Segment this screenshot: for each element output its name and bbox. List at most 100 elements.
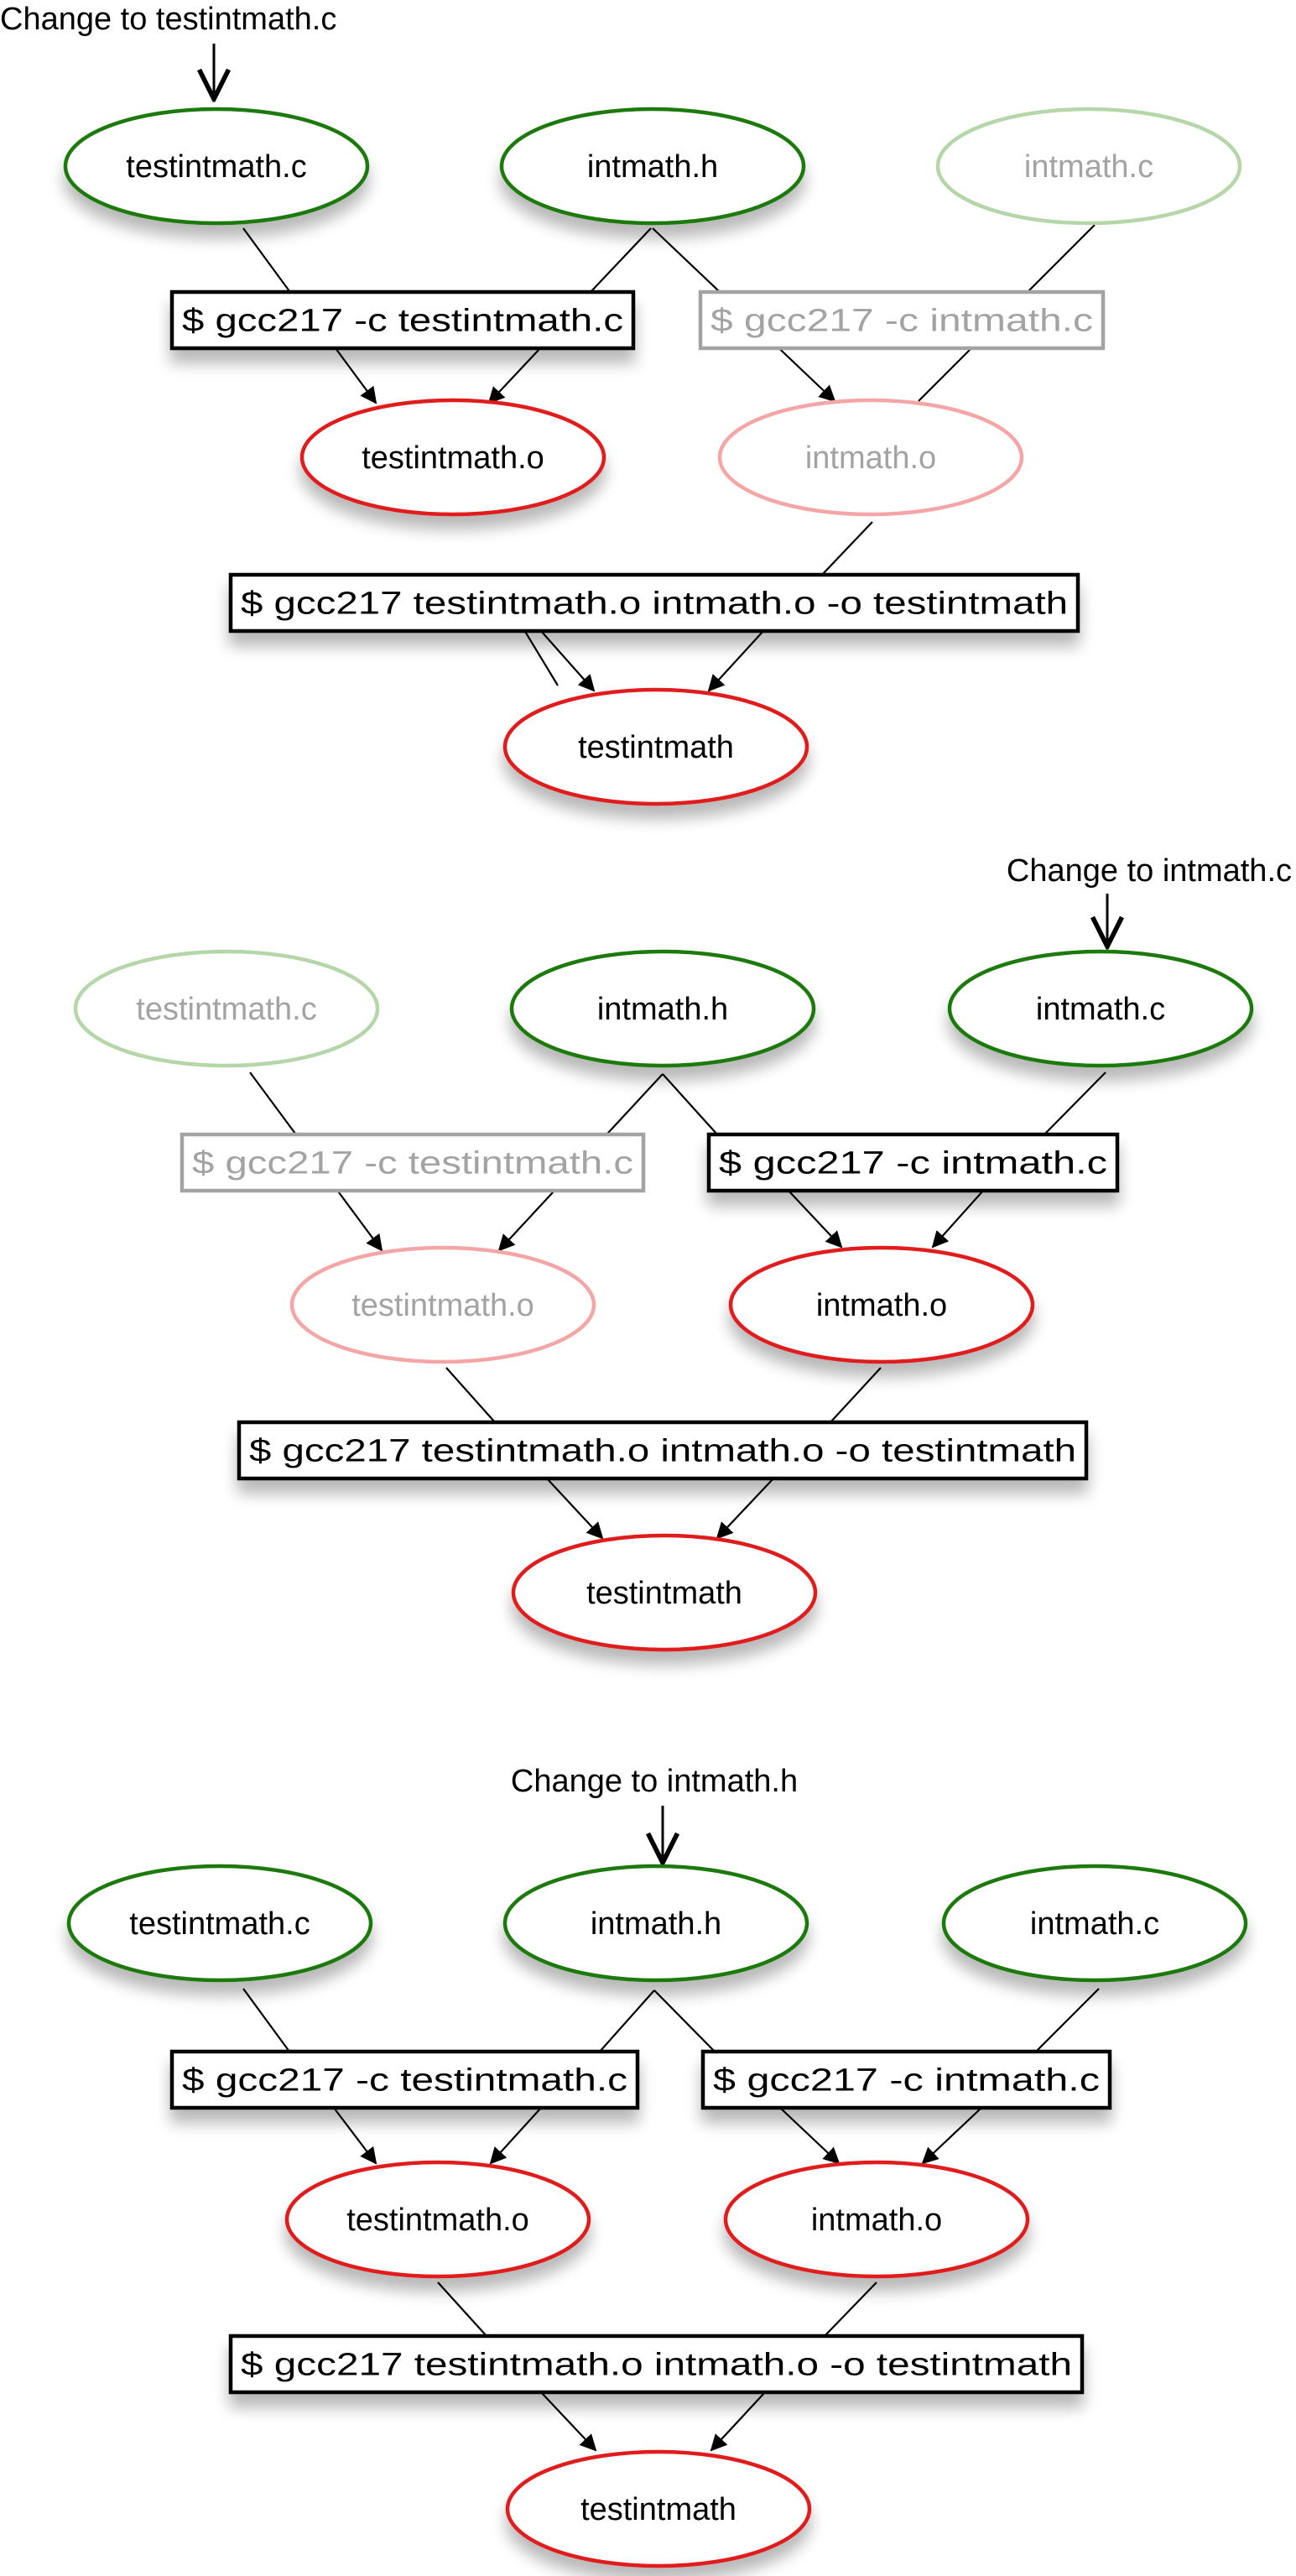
- node-label: intmath.c: [1030, 1906, 1159, 1942]
- node-label: intmath.c: [1024, 149, 1153, 185]
- output-file-ellipse: [511, 1533, 818, 1652]
- node-src-header: intmath.h: [509, 949, 816, 1068]
- node-obj-intmath: intmath.o: [723, 2160, 1030, 2279]
- node-obj-test: testintmath.o: [299, 398, 606, 517]
- node-cmd-intmath: $ gcc217 -c intmath.c: [698, 289, 1106, 351]
- dependency-arrow: [931, 1190, 984, 1249]
- output-file-ellipse: [299, 398, 606, 517]
- node-obj-intmath: intmath.o: [728, 1245, 1035, 1364]
- node-cmd-link: $ gcc217 testintmath.o intmath.o -o test…: [237, 1420, 1089, 1481]
- dependency-arrow: [333, 2107, 377, 2165]
- dependency-edge: [1035, 1988, 1100, 2052]
- node-label: testintmath: [580, 2492, 736, 2527]
- node-src-header: intmath.h: [502, 1864, 809, 1983]
- dependency-edge: [437, 2281, 487, 2337]
- output-file-ellipse: [505, 2449, 812, 2568]
- dependency-arrow: [540, 2391, 597, 2452]
- command-label: $ gcc217 testintmath.o intmath.o -o test…: [241, 587, 1068, 622]
- node-cmd-link: $ gcc217 testintmath.o intmath.o -o test…: [228, 572, 1080, 634]
- dependency-edge: [662, 1073, 718, 1135]
- source-file-ellipse: [73, 949, 380, 1068]
- node-cmd-intmath: $ gcc217 -c intmath.c: [706, 1132, 1120, 1193]
- node-label: testintmath.c: [136, 992, 316, 1027]
- node-obj-test: testintmath.o: [289, 1245, 596, 1364]
- node-label: testintmath.c: [129, 1906, 310, 1942]
- node-label: intmath.o: [805, 441, 936, 476]
- output-file-ellipse: [717, 398, 1024, 517]
- dependency-edge: [824, 2281, 877, 2337]
- command-label: $ gcc217 testintmath.o intmath.o -o test…: [241, 2348, 1072, 2383]
- dependency-arrow: [921, 2107, 982, 2165]
- node-exe: testintmath: [511, 1533, 818, 1652]
- node-src-test: testintmath.c: [73, 949, 380, 1068]
- node-obj-test: testintmath.o: [284, 2160, 591, 2279]
- output-file-ellipse: [723, 2160, 1030, 2279]
- node-label: intmath.o: [811, 2203, 942, 2238]
- dependency-arrow: [788, 1190, 843, 1249]
- dependency-arrow: [546, 1478, 604, 1540]
- dependency-edge: [591, 227, 652, 292]
- dependency-edge: [1044, 1072, 1106, 1135]
- dependency-edge: [242, 1988, 290, 2052]
- node-label: intmath.c: [1036, 992, 1165, 1027]
- node-exe: testintmath: [502, 687, 809, 806]
- source-file-ellipse: [502, 1864, 809, 1983]
- node-src-header: intmath.h: [499, 107, 806, 226]
- node-label: intmath.o: [816, 1288, 947, 1323]
- node-cmd-intmath: $ gcc217 -c intmath.c: [700, 2049, 1112, 2110]
- node-src-intmath: intmath.c: [935, 107, 1242, 226]
- command-label: $ gcc217 -c intmath.c: [719, 1146, 1107, 1181]
- dependency-edge: [242, 227, 290, 292]
- dependency-edge: [821, 521, 873, 576]
- source-file-ellipse: [63, 107, 370, 226]
- dependency-arrow: [710, 2391, 766, 2452]
- command-label: $ gcc217 -c testintmath.c: [192, 1146, 633, 1181]
- node-src-test: testintmath.c: [63, 107, 370, 226]
- node-label: testintmath.c: [126, 149, 306, 185]
- source-file-ellipse: [941, 1864, 1248, 1983]
- panel-change-testintmath-c: Change to testintmath.c testintmath.c intm…: [0, 2, 1242, 806]
- dependency-arrow: [716, 1478, 774, 1540]
- node-label: testintmath.o: [362, 441, 544, 476]
- node-src-test: testintmath.c: [66, 1864, 373, 1983]
- node-cmd-link: $ gcc217 testintmath.o intmath.o -o test…: [228, 2334, 1085, 2395]
- dependency-arrow: [707, 630, 764, 692]
- source-file-ellipse: [66, 1864, 373, 1983]
- node-src-intmath: intmath.c: [947, 949, 1254, 1068]
- command-box: [700, 2049, 1112, 2110]
- source-file-ellipse: [509, 949, 816, 1068]
- node-label: testintmath.o: [346, 2203, 529, 2238]
- node-label: testintmath: [578, 730, 734, 765]
- output-file-ellipse: [284, 2160, 591, 2279]
- node-label: testintmath: [586, 1576, 742, 1611]
- dependency-arrow: [487, 347, 541, 404]
- dependency-edge: [599, 1989, 655, 2052]
- output-file-ellipse: [289, 1245, 596, 1364]
- command-box: [237, 1420, 1089, 1481]
- node-cmd-test: $ gcc217 -c testintmath.c: [169, 2049, 640, 2110]
- node-obj-intmath: intmath.o: [717, 398, 1024, 517]
- command-box: [169, 289, 636, 351]
- output-file-ellipse: [728, 1245, 1035, 1364]
- node-label: testintmath.o: [351, 1288, 534, 1323]
- change-label: Change to intmath.h: [511, 1764, 798, 1799]
- dependency-edge: [830, 1367, 882, 1423]
- source-file-ellipse: [935, 107, 1242, 226]
- dependency-arrow: [489, 2107, 542, 2165]
- command-label: $ gcc217 testintmath.o intmath.o -o test…: [249, 1434, 1076, 1469]
- dependency-edge: [445, 1367, 496, 1423]
- node-exe: testintmath: [505, 2449, 812, 2568]
- panel-change-intmath-h: Change to intmath.h testintmath.c intmath.…: [66, 1764, 1248, 2568]
- node-label: intmath.h: [587, 149, 718, 185]
- command-label: $ gcc217 -c intmath.c: [710, 304, 1093, 339]
- node-label: intmath.h: [591, 1906, 721, 1942]
- node-src-intmath: intmath.c: [941, 1864, 1248, 1983]
- command-box: [180, 1132, 646, 1193]
- dependency-edge: [653, 1989, 716, 2052]
- command-label: $ gcc217 -c testintmath.c: [182, 304, 623, 339]
- dependency-arrow: [335, 347, 377, 404]
- change-label: Change to testintmath.c: [0, 2, 336, 37]
- node-cmd-test: $ gcc217 -c testintmath.c: [180, 1132, 646, 1193]
